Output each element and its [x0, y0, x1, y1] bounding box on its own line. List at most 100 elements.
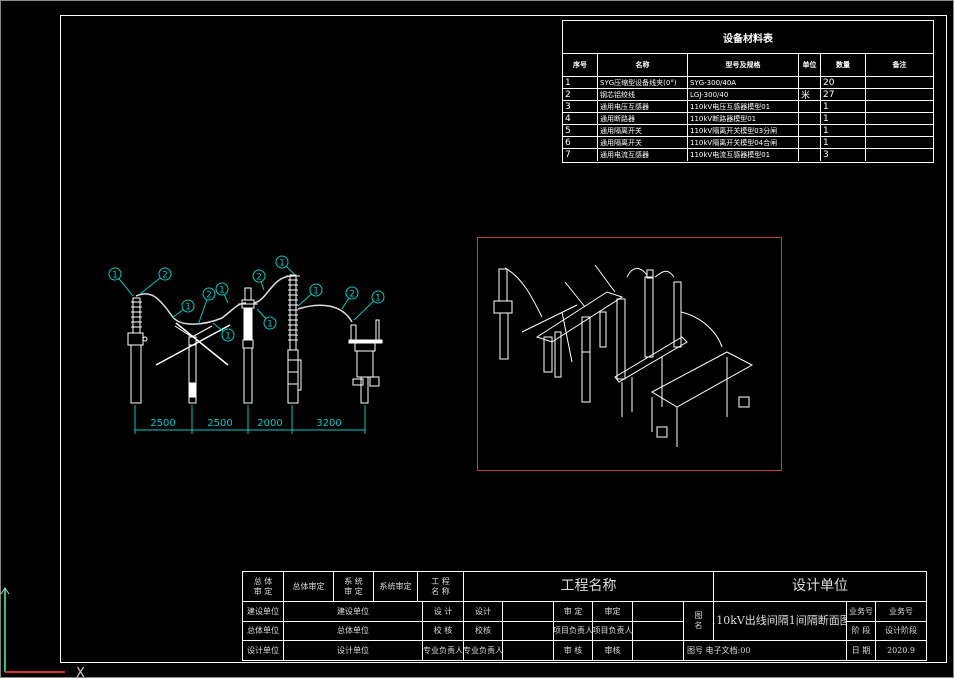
- disconnector-closed: [286, 274, 302, 404]
- table-cell: 20: [821, 77, 866, 89]
- audit-value: 审核: [593, 641, 633, 660]
- callout-number: 1: [225, 332, 231, 342]
- callout-balloon: 1: [108, 267, 134, 297]
- table-cell: 1: [821, 113, 866, 125]
- table-header-cell: 备注: [866, 54, 933, 77]
- design-label: 设 计: [423, 602, 464, 622]
- table-cell: 110kV断路器模型01: [688, 113, 799, 125]
- isometric-3d-viewport[interactable]: [477, 237, 782, 471]
- table-cell: 1: [821, 125, 866, 137]
- date-value: 2020.9: [887, 645, 915, 655]
- blank: [503, 602, 554, 622]
- business-no-value: 业务号: [876, 602, 926, 622]
- voltage-transformer: [127, 297, 148, 404]
- table-cell: [866, 77, 933, 89]
- callout-number: 1: [112, 271, 118, 281]
- business-no-label: 业务号: [847, 602, 876, 622]
- callout-balloon: 1: [215, 282, 229, 304]
- system-review-label: 系 统 审 定: [334, 572, 374, 602]
- table-cell: SYG-300/40A: [688, 77, 799, 89]
- table-cell: 27: [821, 89, 866, 101]
- table-cell: 通用断路器: [598, 113, 688, 125]
- table-cell: 6: [563, 137, 598, 149]
- callout-balloon: 1: [275, 255, 295, 275]
- ucs-x-label: X: [76, 666, 85, 678]
- callout-balloon: 1: [171, 299, 195, 319]
- construction-unit-value: 建设单位: [284, 602, 423, 622]
- table-cell: 110kV电压互感器模型01: [688, 101, 799, 113]
- table-cell: [866, 125, 933, 137]
- callout-number: 2: [349, 290, 355, 300]
- callout-number: 2: [206, 291, 212, 301]
- blank: [633, 622, 684, 641]
- callout-number: 1: [313, 287, 319, 297]
- table-header-cell: 名称: [598, 54, 688, 77]
- disconnector-open: [155, 322, 231, 404]
- title-block: 总 体 审 定总体审定系 统 审 定系统审定工 程 名 称工程名称设计单位建设单…: [242, 571, 927, 661]
- table-cell: LGJ-300/40: [688, 89, 799, 101]
- table-cell: 110kV隔离开关模型04合闸: [688, 137, 799, 149]
- conductor-wire: [253, 275, 293, 304]
- table-cell: [799, 125, 821, 137]
- table-cell: [866, 113, 933, 125]
- general-unit-value: 总体单位: [284, 622, 423, 641]
- drawing-number: 图号 电子文档:00: [684, 641, 847, 660]
- ucs-icon: X: [0, 587, 85, 678]
- date-label: 日 期: [847, 641, 876, 660]
- callout-balloon: 2: [341, 286, 359, 310]
- table-cell: 110kV隔离开关模型03分闸: [688, 125, 799, 137]
- check-label: 校 核: [423, 622, 464, 641]
- callout-number: 1: [185, 303, 191, 313]
- callout-number: 2: [256, 273, 262, 283]
- audit-label: 审 核: [554, 641, 593, 660]
- callout-number: 1: [267, 320, 273, 330]
- callout-number: 1: [219, 286, 225, 296]
- table-cell: 3: [563, 101, 598, 113]
- table-cell: 7: [563, 149, 598, 161]
- table-cell: 2: [563, 89, 598, 101]
- dimension-lines: [134, 405, 366, 434]
- table-cell: 1: [821, 137, 866, 149]
- general-unit-label: 总体单位: [243, 622, 284, 641]
- callout-balloon: 2: [252, 269, 266, 291]
- design-unit-header: 设计单位: [714, 572, 926, 602]
- specialty-value: 专业负责人: [464, 641, 503, 660]
- table-cell: [799, 77, 821, 89]
- table-header-cell: 型号及规格: [688, 54, 799, 77]
- callout-balloon: 2: [139, 267, 172, 295]
- drawing-name: 110kV出线间隔1间隔断面图: [714, 602, 847, 641]
- table-cell: [799, 149, 821, 161]
- callout-balloon: 1: [212, 322, 235, 342]
- overall-review-value: 总体审定: [284, 572, 334, 602]
- approve-label: 审 定: [554, 602, 593, 622]
- table-cell: [866, 89, 933, 101]
- design-unit-label: 设计单位: [243, 641, 284, 660]
- table-cell: [799, 101, 821, 113]
- callout-balloon: 2: [197, 287, 216, 326]
- table-header-cell: 单位: [799, 54, 821, 77]
- check-value: 校核: [464, 622, 503, 641]
- current-transformer: [348, 319, 383, 404]
- table-cell: 钢芯铝绞线: [598, 89, 688, 101]
- table-cell: 通用隔离开关: [598, 125, 688, 137]
- drawing-frame: [60, 15, 947, 663]
- table-cell: 110kV电流互感器模型01: [688, 149, 799, 161]
- table-cell: 5: [563, 125, 598, 137]
- callout-number: 2: [162, 271, 168, 281]
- table-cell: [866, 101, 933, 113]
- circuit-breaker: [238, 287, 258, 404]
- table-header-cell: 序号: [563, 54, 598, 77]
- stage-label: 阶 段: [847, 622, 876, 641]
- conductor-wire: [135, 293, 247, 325]
- approve-value: 审定: [593, 602, 633, 622]
- project-name-label: 工 程 名 称: [418, 572, 464, 602]
- stage-value: 设计阶段: [876, 622, 926, 641]
- blank: [503, 641, 554, 660]
- table-cell: 通用电压互感器: [598, 101, 688, 113]
- dimension-label: 2500: [150, 418, 175, 429]
- table-cell: SYG压缩型设备线夹(0°): [598, 77, 688, 89]
- table-cell: 通用电流互感器: [598, 149, 688, 161]
- table-cell: [799, 113, 821, 125]
- table-cell: [866, 137, 933, 149]
